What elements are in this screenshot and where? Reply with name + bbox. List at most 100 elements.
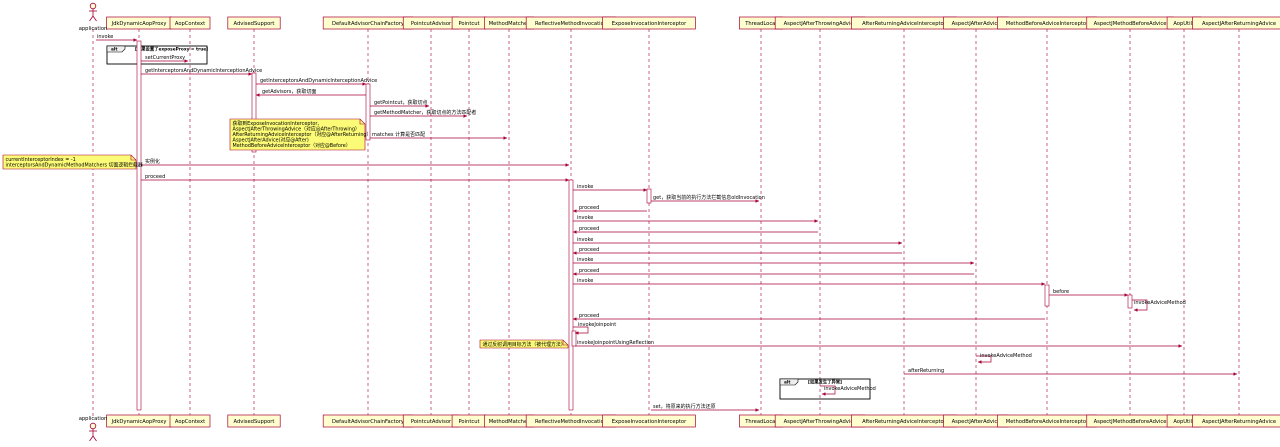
message-label: getPointcut，获取切点 — [374, 99, 428, 106]
actor-icon-bottom — [89, 422, 97, 442]
participant-box-aop-context-bottom — [169, 414, 211, 428]
message-label: invoke — [577, 184, 593, 190]
message-label: invokeAdviceMethod — [980, 353, 1032, 359]
message-15: proceed — [573, 226, 818, 234]
fragment-operator: alt — [784, 380, 790, 386]
note-line: interceptorsAndDynamicMethodMatchers 切面逻… — [6, 161, 143, 168]
participant-label-reflective-method-invocation-bottom: ReflectiveMethodInvocation — [535, 419, 607, 425]
message-17: proceed — [573, 247, 902, 255]
message-7: getMethodMatcher，获取切点的方法匹配者 — [370, 109, 476, 118]
activation-bar-4 — [568, 179, 574, 411]
note-2: currentInterceptorIndex = -1interceptors… — [2, 154, 143, 170]
participant-label-aspect-jafter-throwing-advice-top: AspectJAfterThrowingAdvice — [784, 21, 857, 27]
message-label: before — [1053, 289, 1069, 295]
message-label: getMethodMatcher，获取切点的方法匹配者 — [374, 109, 476, 116]
message-22: invokeAdviceMethod — [1132, 299, 1186, 312]
participant-label-method-matcher-bottom: MethodMatcher — [489, 419, 530, 425]
fragments: alt [如果设置了exposeProxy = true] alt [如果发生了异常] — [106, 46, 871, 400]
message-2: setCurrentProxy — [141, 55, 188, 63]
participant-box-expose-invocation-interceptor-bottom — [602, 414, 696, 428]
participant-label-aop-context-bottom: AopContext — [175, 419, 205, 425]
participant-label-thread-local-bottom: ThreadLocal — [744, 419, 777, 425]
participant-label-aspect-jafter-returning-advice-bottom: AspectJAfterReturningAdvice — [1202, 419, 1276, 425]
activation-bars — [136, 40, 1133, 411]
participant-label-default-advisor-chain-factory-bottom: DefaultAdvisorChainFactory — [332, 419, 404, 425]
participant-label-reflective-method-invocation-top: ReflectiveMethodInvocation — [535, 21, 607, 27]
message-label: getAdvisors，获取切面 — [262, 88, 316, 95]
participant-label-aspect-jafter-returning-advice-top: AspectJAfterReturningAdvice — [1202, 21, 1276, 27]
message-label: proceed — [579, 268, 599, 274]
fragment-guard: [如果设置了exposeProxy = true] — [135, 46, 208, 53]
participant-label-aop-utils-top: AopUtils — [1173, 21, 1195, 27]
activation-bar-8 — [571, 330, 577, 347]
message-23: proceed — [573, 313, 1045, 321]
message-6: getPointcut，获取切点 — [370, 99, 429, 108]
participant-label-aspect-jafter-throwing-advice-bottom: AspectJAfterThrowingAdvice — [784, 419, 857, 425]
message-label: invoke — [577, 237, 593, 243]
fragment-guard: [如果发生了异常] — [808, 379, 842, 386]
note-shape — [2, 154, 137, 170]
message-16: invoke — [573, 237, 902, 245]
message-27: afterReturning — [904, 368, 1237, 376]
participant-label-after-returning-advice-interceptor-bottom: AfterReturningAdviceInterceptor — [862, 419, 947, 425]
participant-label-aspect-jmethod-before-advice-bottom: AspectJMethodBeforeAdvice — [1094, 419, 1167, 425]
message-arrow — [976, 355, 992, 364]
message-arrow — [1132, 299, 1148, 312]
fragment-operator: alt — [111, 47, 117, 53]
activation-bar-7 — [1127, 294, 1133, 309]
note-line: 获取到ExposeInvocationInterceptor、 — [233, 120, 323, 127]
message-label: 实例化 — [145, 158, 160, 165]
message-label: matches 计算是否匹配 — [372, 131, 425, 138]
message-label: proceed — [579, 247, 599, 253]
message-label: proceed — [579, 226, 599, 232]
message-label: proceed — [579, 205, 599, 211]
message-label: invokeJoinpointUsingReflection — [577, 340, 654, 346]
message-label: getInterceptorsAndDynamicInterceptionAdv… — [145, 68, 262, 74]
message-1: invoke — [96, 34, 137, 42]
message-28: invokeAdviceMethod — [820, 385, 876, 396]
participant-label-pointcut-bottom: Pointcut — [458, 419, 479, 425]
note-line: MethodBeforeAdviceInterceptor（对应@Before） — [233, 142, 351, 149]
participant-label-thread-local-top: ThreadLocal — [744, 21, 777, 27]
participant-label-method-before-advice-interceptor-bottom: MethodBeforeAdviceInterceptor — [1006, 419, 1089, 425]
message-8: matches 计算是否匹配 — [370, 131, 507, 140]
message-14: invoke — [573, 215, 818, 223]
participant-box-aop-context-top — [169, 16, 211, 30]
note-line: currentInterceptorIndex = -1 — [6, 157, 76, 163]
message-20: invoke — [573, 278, 1045, 286]
actor-label-top: application — [79, 26, 108, 32]
message-label: invokeAdviceMethod — [824, 386, 876, 392]
note-1: 获取到ExposeInvocationInterceptor、AspectJAf… — [229, 118, 372, 151]
participant-label-expose-invocation-interceptor-bottom: ExposeInvocationInterceptor — [612, 419, 687, 425]
message-label: invoke — [97, 34, 113, 40]
actor-icon-top — [89, 2, 97, 22]
message-12: get，获取当前的执行方法拦截信息oldInvocation — [651, 194, 765, 203]
participant-label-aspect-jmethod-before-advice-top: AspectJMethodBeforeAdvice — [1094, 21, 1167, 27]
participant-label-method-matcher-top: MethodMatcher — [489, 21, 530, 27]
participant-box-aspect-jafter-returning-advice-bottom — [1192, 414, 1280, 428]
message-label: getInterceptorsAndDynamicInterceptionAdv… — [260, 78, 377, 84]
activation-bar-3 — [365, 83, 371, 141]
activation-bar-2 — [251, 72, 257, 153]
note-line: AfterReturningAdviceInterceptor（对应@After… — [233, 131, 372, 138]
message-26: invokeAdviceMethod — [976, 353, 1032, 364]
alt-fragment-1: alt [如果设置了exposeProxy = true] — [106, 46, 208, 65]
participant-label-aop-utils-bottom: AopUtils — [1173, 419, 1195, 425]
lifelines — [92, 29, 1240, 417]
alt-fragment-2: alt [如果发生了异常] — [779, 379, 871, 400]
activation-bar-5 — [646, 188, 652, 204]
note-line: 通过反射调用目标方法（被代理方法） — [483, 341, 566, 348]
message-25: invokeJoinpointUsingReflection — [575, 340, 1182, 348]
message-10: proceed — [141, 174, 569, 182]
participant-label-aspect-jafter-advice-bottom: AspectJAfterAdvice — [952, 419, 1001, 425]
participant-label-expose-invocation-interceptor-top: ExposeInvocationInterceptor — [612, 21, 687, 27]
participant-label-aspect-jafter-advice-top: AspectJAfterAdvice — [952, 21, 1001, 27]
message-9: 实例化 — [141, 158, 569, 167]
participant-label-default-advisor-chain-factory-top: DefaultAdvisorChainFactory — [332, 21, 404, 27]
message-21: before — [1049, 289, 1128, 297]
note-shape — [479, 339, 569, 349]
messages: invoke setCurrentProxy getInterceptorsAndD… — [96, 34, 1237, 412]
participant-label-jdk-dynamic-aop-proxy-bottom: JdkDynamicAopProxy — [111, 419, 167, 425]
